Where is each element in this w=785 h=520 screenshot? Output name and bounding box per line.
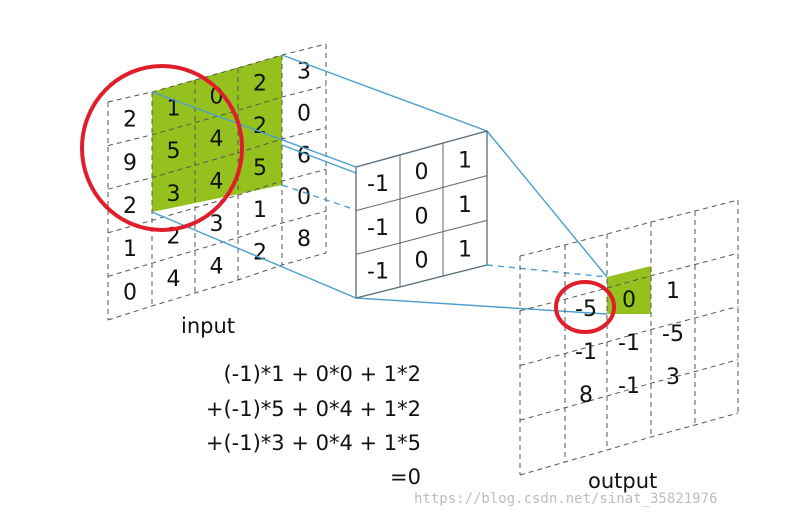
- input-cell: 3: [297, 59, 311, 84]
- input-hline: [107, 127, 327, 190]
- connector-line-bottom: [151, 211, 357, 299]
- input-hline: [107, 85, 327, 147]
- equation-result: =0: [390, 465, 421, 489]
- kernel-cell: 0: [415, 160, 429, 185]
- input-cell: 2: [253, 114, 267, 139]
- kernel-cell: 1: [458, 193, 472, 218]
- kernel-cell: -1: [367, 216, 389, 241]
- input-cell: 0: [297, 101, 311, 126]
- connector-line-mid: [281, 144, 357, 174]
- connector-line-kernel-bottom: [355, 297, 608, 315]
- kernel-hline: [355, 130, 488, 168]
- input-cell: 8: [297, 227, 311, 252]
- output-label: output: [588, 469, 657, 493]
- output-highlight-circle: [554, 280, 616, 334]
- input-label: input: [181, 314, 235, 338]
- output-frame-hline: [519, 359, 739, 421]
- input-hline: [107, 43, 327, 103]
- input-hline: [107, 210, 327, 277]
- output-cell: -5: [575, 297, 597, 322]
- input-cell: 1: [123, 237, 137, 262]
- input-cell: 4: [210, 127, 224, 152]
- input-cell: 1: [167, 96, 181, 121]
- input-cell: 2: [253, 72, 267, 97]
- output-frame-hline: [519, 306, 739, 366]
- watermark: https://blog.csdn.net/sinat_35821976: [414, 491, 717, 507]
- output-cell: -1: [575, 340, 597, 365]
- input-cell: 9: [123, 151, 137, 176]
- input-cell: 5: [253, 156, 267, 181]
- kernel-hline: [355, 175, 488, 212]
- equation-line-2: +(-1)*5 + 0*4 + 1*2: [206, 397, 421, 421]
- output-frame-hline: [519, 199, 739, 257]
- input-hline: [107, 252, 327, 321]
- kernel-hline: [355, 219, 488, 255]
- kernel-cell: -1: [367, 260, 389, 285]
- output-frame-hline: [519, 412, 739, 476]
- output-grid: -5 0 1 -1 -1 -5 8 -1 3: [519, 199, 739, 476]
- input-cell: 3: [210, 212, 224, 237]
- connector-line-kernel-top: [486, 130, 608, 278]
- output-cell: 1: [666, 279, 680, 304]
- equation-line-1: (-1)*1 + 0*0 + 1*2: [223, 362, 421, 386]
- input-cell: 4: [210, 254, 224, 279]
- input-cell: 3: [167, 182, 181, 207]
- input-cell: 5: [167, 139, 181, 164]
- output-cell: -1: [618, 331, 640, 356]
- equation: (-1)*1 + 0*0 + 1*2 +(-1)*5 + 0*4 + 1*2 +…: [206, 362, 421, 489]
- input-cell: 4: [210, 169, 224, 194]
- output-cell: -1: [618, 374, 640, 399]
- kernel-grid: -1 0 1 -1 0 1 -1 0 1: [355, 130, 488, 299]
- connector-line-kernel-dash: [486, 264, 608, 278]
- output-cell: 3: [666, 365, 680, 390]
- input-cell: 2: [123, 194, 137, 219]
- kernel-cell: 1: [458, 237, 472, 262]
- input-cell: 0: [297, 185, 311, 210]
- connector-line-topleft: [151, 91, 357, 168]
- connector-line-dash-input: [281, 184, 357, 211]
- output-highlight-cell: [607, 266, 651, 314]
- kernel-cell: 0: [415, 204, 429, 229]
- input-hline: [107, 168, 327, 234]
- connector-line-top: [281, 54, 488, 132]
- input-cell: 4: [167, 267, 181, 292]
- input-highlight-circle: [80, 64, 244, 232]
- input-cell: 2: [253, 240, 267, 265]
- output-cell: 0: [622, 288, 636, 313]
- equation-line-3: +(-1)*3 + 0*4 + 1*5: [206, 431, 421, 455]
- kernel-cell: 1: [458, 148, 472, 173]
- input-cell: 1: [253, 198, 267, 223]
- kernel-hline: [355, 264, 488, 299]
- output-cell: 8: [579, 383, 593, 408]
- input-cell: 0: [123, 280, 137, 305]
- input-highlight-region: [152, 55, 282, 212]
- output-cell: -5: [662, 322, 684, 347]
- kernel-cell: -1: [367, 172, 389, 197]
- kernel-cell: 0: [415, 248, 429, 273]
- input-cell: 2: [123, 108, 137, 133]
